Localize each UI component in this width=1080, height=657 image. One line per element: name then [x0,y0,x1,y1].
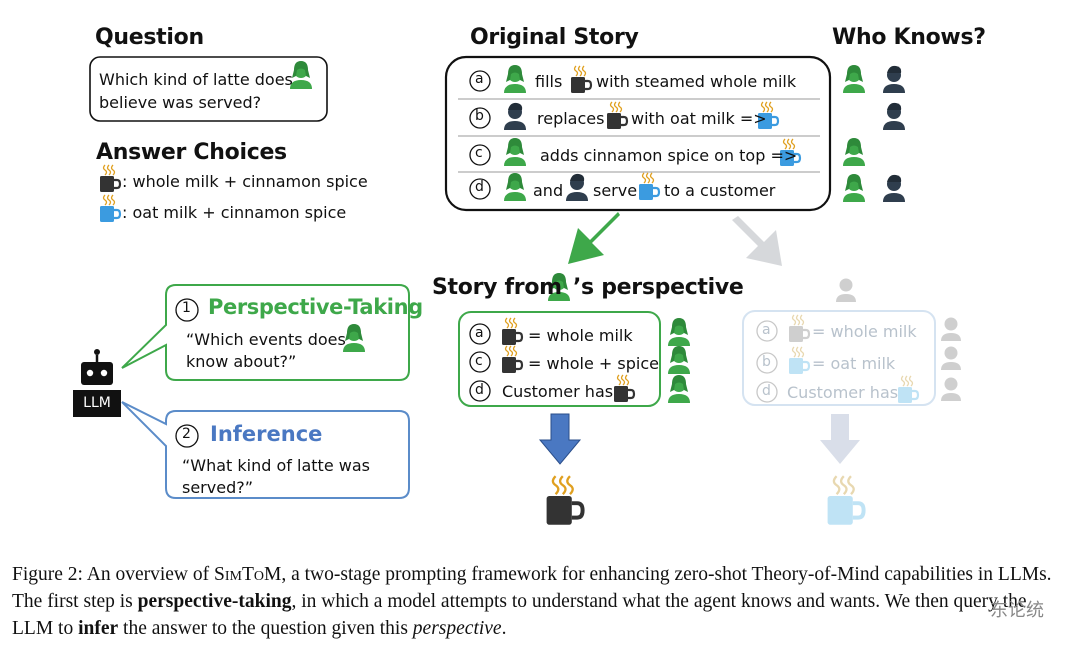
figure-graphics [73,55,961,527]
event-b-text2: with oat milk => [631,109,767,128]
green-person-icon [290,61,312,89]
caption-bold: perspective-taking [137,591,292,612]
event-letter: a [475,71,484,87]
green-person-icon [668,346,690,374]
step1-line1: “Which events does [186,330,346,349]
dark-cup-result-icon [544,474,585,527]
dark-cup-icon [605,100,629,131]
dark-cup-icon [500,344,524,375]
caption-text: , a two-stage prompting framework for en… [12,564,1052,612]
faded-cup-result-icon [825,474,866,527]
question-box [89,56,328,122]
question-header: Question [95,25,204,50]
question-line1: Which kind of latte does [99,70,293,89]
event-letter: b [475,108,484,124]
faded-row-b: = oat milk [812,354,896,373]
green-person-icon [668,375,690,403]
faded-down-arrow-icon [820,414,860,464]
dark-cup-icon [569,64,593,95]
event-b-text1: replaces [537,109,605,128]
blue-cup-icon [637,171,661,202]
inference-bubble [121,401,410,499]
event-d-text1: and [533,181,564,200]
dark-cup-icon [612,373,636,404]
green-person-icon [668,318,690,346]
grey-person-icon [941,346,961,370]
robot-icon [73,349,121,417]
grey-person-icon [836,278,856,302]
event-letter: d [475,179,484,195]
faded-row-a: = whole milk [812,322,917,341]
question-line2: believe was served? [99,93,262,112]
blue-down-arrow-icon [538,413,582,465]
step1-title: Perspective-Taking [208,295,423,319]
grey-person-icon [941,317,961,341]
grey-person-icon [941,377,961,401]
caption-name: SimToM [214,564,282,585]
green-person-icon [504,65,526,93]
faded-row-d: Customer has [787,383,899,402]
navy-person-icon [504,102,526,130]
perspective-row-a: = whole milk [528,326,633,345]
step2-line1: “What kind of latte was [182,456,370,475]
step2-title: Inference [210,422,323,446]
step1-line2: know about?” [186,352,297,371]
caption-suffix: . [501,618,507,639]
original-story-box [444,55,832,212]
perspective-row-c: = whole + spice [528,354,659,373]
faded-cup-icon [787,345,811,376]
answer-choice-1: : whole milk + cinnamon spice [122,172,368,191]
caption-text: the answer to the question given this [118,618,413,639]
perspective-box [458,311,661,407]
navy-person-icon [566,173,588,201]
caption-italic: perspective [412,618,502,639]
green-person-icon [504,138,526,166]
faded-cup-icon [896,374,920,405]
event-d-text3: to a customer [664,181,776,200]
step-number: 2 [182,426,191,442]
step2-line2: served?” [182,478,254,497]
dark-cup-icon [98,163,122,194]
faded-cup-icon [787,313,811,344]
perspective-header-post: ’s perspective [573,275,744,300]
answer-choice-2: : oat milk + cinnamon spice [122,203,347,222]
original-story-header: Original Story [470,25,639,50]
event-a-text2: with steamed whole milk [596,72,797,91]
navy-person-icon [883,65,905,93]
grey-arrow-icon [732,216,782,266]
who-knows-header: Who Knows? [832,25,986,50]
navy-person-icon [883,174,905,202]
llm-label: LLM [83,395,111,411]
event-letter: b [762,354,771,370]
answer-choices-header: Answer Choices [96,140,287,165]
green-person-icon [504,173,526,201]
blue-cup-icon [98,193,122,224]
figure-caption: Figure 2: An overview of SimToM, a two-s… [12,561,1072,642]
event-letter: a [762,322,771,338]
perspective-header-pre: Story from [432,275,562,300]
caption-prefix: Figure 2: An overview of [12,564,215,585]
green-person-icon [843,138,865,166]
event-letter: a [475,325,484,341]
watermark: 东论统 [990,600,1044,621]
event-letter: c [475,353,483,369]
faded-perspective-box [742,310,936,406]
event-letter: c [475,145,483,161]
navy-person-icon [883,102,905,130]
green-arrow-icon [568,212,620,264]
green-person-icon [843,174,865,202]
event-letter: d [475,382,484,398]
green-person-icon [843,65,865,93]
dark-cup-icon [500,316,524,347]
event-a-text1: fills [535,72,563,91]
caption-text: , in which a model attempts to understan… [12,591,1027,639]
event-c-text1: adds cinnamon spice on top => [540,146,798,165]
perspective-row-d: Customer has [502,382,614,401]
caption-bold: infer [78,618,119,639]
event-letter: d [762,383,771,399]
step-number: 1 [182,300,191,316]
event-d-text2: serve [593,181,638,200]
